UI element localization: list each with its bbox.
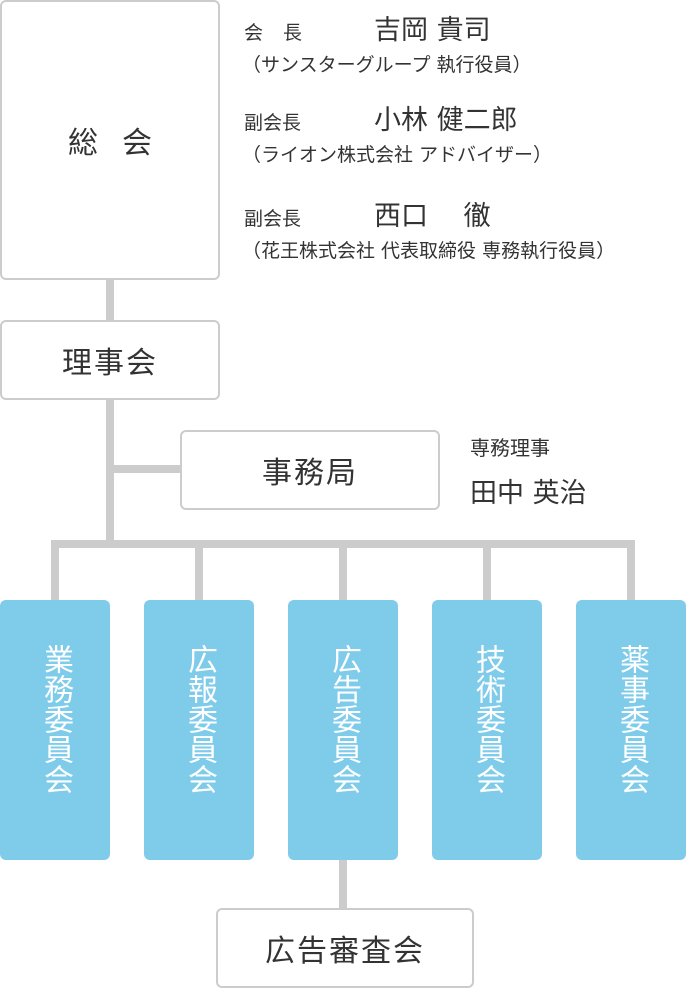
secretariat-box: 事務局 (180, 430, 440, 510)
committee-label: 業務委員会 (38, 644, 73, 794)
director-title: 専務理事 (470, 436, 550, 460)
director-name: 田中 英治 (470, 478, 587, 509)
general-assembly-label: 総会 (68, 126, 176, 161)
connector-ad-review (339, 858, 347, 910)
board-label: 理事会 (62, 346, 158, 381)
officer-affiliation: （サンスターグループ 執行役員） (242, 54, 532, 76)
connector-committee-2 (339, 540, 347, 602)
committee-advertising: 広告委員会 (288, 600, 398, 860)
officer-name: 小林 健二郎 (374, 105, 518, 136)
committee-label: 技術委員会 (470, 644, 505, 794)
officer-vice-president-1: 副会長 小林 健二郎 （ライオン株式会社 アドバイザー） (242, 98, 684, 166)
connector-committee-4 (627, 540, 635, 602)
officer-president: 会長 吉岡 貴司 （サンスターグループ 執行役員） (242, 8, 684, 76)
officer-name: 吉岡 貴司 (374, 15, 491, 46)
connector-board-trunk (106, 398, 114, 546)
committee-technical: 技術委員会 (432, 600, 542, 860)
connector-committee-3 (483, 540, 491, 602)
officer-affiliation: （ライオン株式会社 アドバイザー） (242, 144, 553, 166)
executive-director: 専務理事 田中 英治 (470, 432, 587, 510)
secretariat-label: 事務局 (262, 456, 358, 491)
committee-label: 薬事委員会 (614, 644, 649, 794)
officer-role: 副会長 (244, 112, 302, 134)
ad-review-label: 広告審査会 (265, 934, 425, 969)
officer-role: 副会長 (244, 208, 302, 230)
committee-regulatory: 薬事委員会 (576, 600, 686, 860)
connector-committee-1 (195, 540, 203, 602)
committee-label: 広報委員会 (182, 644, 217, 794)
board-box: 理事会 (0, 320, 220, 400)
committee-label: 広告委員会 (326, 644, 361, 794)
ad-review-box: 広告審査会 (216, 908, 474, 988)
officer-vice-president-2: 副会長 西口 徹 （花王株式会社 代表取締役 専務執行役員） (242, 194, 684, 262)
connector-secretariat (114, 465, 182, 473)
officer-name: 西口 徹 (374, 201, 491, 232)
committee-pr: 広報委員会 (144, 600, 254, 860)
officer-affiliation: （花王株式会社 代表取締役 専務執行役員） (242, 240, 616, 262)
general-assembly-box: 総会 (0, 0, 220, 280)
connector-soukai-board (106, 278, 114, 322)
committee-business: 業務委員会 (0, 600, 110, 860)
officer-role: 会長 (244, 22, 323, 44)
connector-committee-0 (51, 540, 59, 602)
